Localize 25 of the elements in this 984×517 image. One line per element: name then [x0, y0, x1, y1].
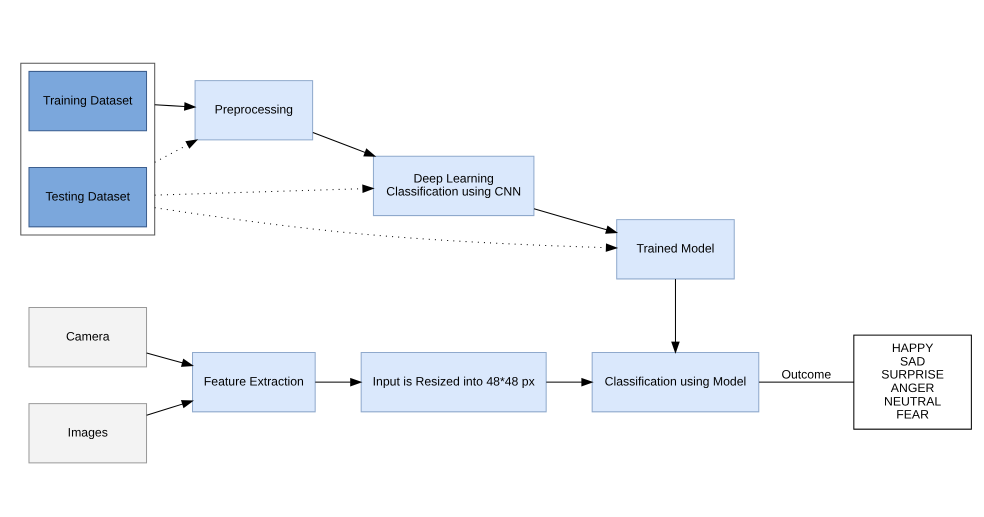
arrow: [315, 377, 362, 386]
node-box: Camera: [28, 306, 148, 367]
node-box: Training Dataset: [28, 70, 148, 131]
node-box: Trained Model: [616, 218, 735, 279]
arrow: [312, 131, 376, 156]
arrow: [154, 102, 196, 110]
node-box: Feature Extraction: [192, 352, 316, 412]
node-box: Classification using Model: [592, 352, 760, 412]
arrow: [154, 138, 198, 162]
node-box: Deep Learning Classification using CNN: [372, 155, 534, 216]
node-box: Images: [28, 402, 148, 463]
arrow: [146, 400, 194, 416]
node-box: Preprocessing: [194, 80, 314, 140]
cluster: [20, 62, 156, 235]
connector: [759, 381, 854, 382]
edge-label: Outcome: [781, 367, 832, 382]
arrow: [154, 184, 375, 196]
arrow: [671, 278, 680, 354]
node-box: Testing Dataset: [28, 166, 148, 227]
arrow: [154, 206, 618, 252]
node-box: HAPPY SAD SURPRISE ANGER NEUTRAL FEAR: [853, 334, 972, 430]
arrow: [146, 352, 194, 366]
arrow: [546, 377, 594, 386]
node-box: Input is Resized into 48*48 px: [360, 352, 547, 412]
arrow: [534, 208, 618, 234]
